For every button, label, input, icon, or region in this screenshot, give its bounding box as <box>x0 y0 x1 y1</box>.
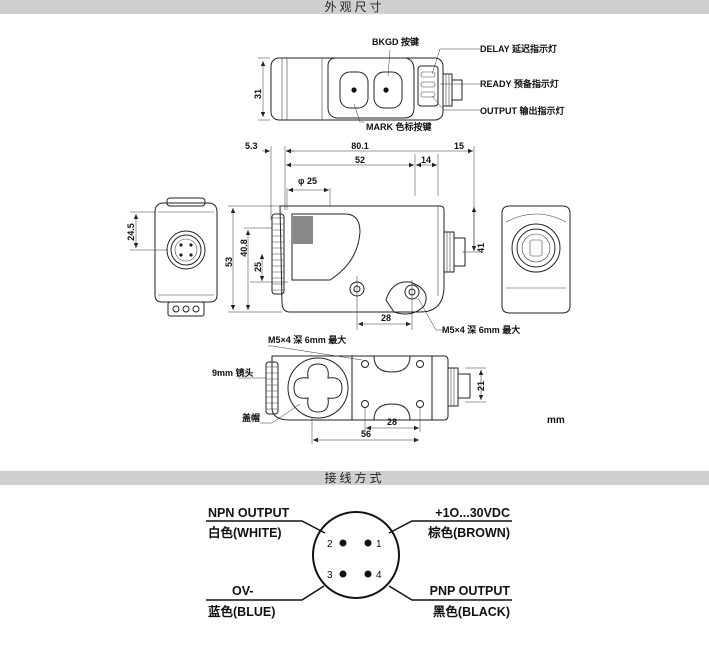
pin-4-dot <box>364 570 372 578</box>
dim-25: 25 <box>253 262 263 272</box>
npn-output-title: NPN OUTPUT <box>208 506 290 520</box>
dim-52: 52 <box>355 155 365 165</box>
pin-1-label: 1 <box>376 539 382 550</box>
dim-21: 21 <box>476 381 486 391</box>
top-height-dim: 31 <box>253 89 263 99</box>
m5-label-bottom: M5×4 深 6mm 最大 <box>268 334 346 345</box>
npn-output-color: 白色(WHITE) <box>208 525 282 540</box>
delay-label: DELAY 延迟指示灯 <box>480 43 557 54</box>
bkgd-label: BKGD 按键 <box>372 36 420 47</box>
bottom-view: M5×4 深 6mm 最大 9mm 镜头 盖帽 21 28 56 <box>212 334 486 444</box>
mark-label: MARK 色标按键 <box>366 121 432 132</box>
pin-3-dot <box>339 570 347 578</box>
m5-label-front: M5×4 深 6mm 最大 <box>442 324 520 335</box>
dim-28-front: 28 <box>381 313 391 323</box>
bkgd-button-dot <box>383 87 389 93</box>
pin-3-label: 3 <box>327 570 333 581</box>
pnp-output-color: 黑色(BLACK) <box>433 604 510 619</box>
power-title: +1O...30VDC <box>435 506 510 520</box>
power-color: 棕色(BROWN) <box>427 525 510 540</box>
dim-5-3: 5.3 <box>245 141 258 151</box>
dim-28-bottom: 28 <box>387 417 397 427</box>
dim-80-1: 80.1 <box>351 141 369 151</box>
dim-41: 41 <box>476 243 486 253</box>
dim-56: 56 <box>361 429 371 439</box>
dim-phi25: φ 25 <box>298 176 317 186</box>
unit-label: mm <box>547 415 565 426</box>
dim-40-8: 40.8 <box>239 239 249 257</box>
lens-label: 9mm 镜头 <box>212 367 254 378</box>
pnp-output-title: PNP OUTPUT <box>430 584 511 598</box>
top-view: 31 BKGD 按键 DELAY 延迟指示灯 READY 预备指示灯 OUTPU… <box>253 36 565 132</box>
wiring-diagram: 1 2 3 4 NPN OUTPUT 白色(WHITE) +1O...30VDC… <box>206 506 512 619</box>
ground-color: 蓝色(BLUE) <box>208 604 275 619</box>
ground-title: OV- <box>232 584 254 598</box>
ready-label: READY 预备指示灯 <box>480 78 559 89</box>
pin-1-dot <box>364 539 372 547</box>
right-view <box>501 205 571 314</box>
front-view: 5.3 80.1 15 52 14 φ 25 53 <box>224 141 520 335</box>
connector-circle <box>312 511 400 599</box>
pin-2-dot <box>339 539 347 547</box>
dim-24-5: 24.5 <box>126 223 136 241</box>
cap-label: 盖帽 <box>242 412 260 423</box>
dim-15: 15 <box>454 141 464 151</box>
wiring-heading: 接线方式 <box>0 471 709 485</box>
left-view: 24.5 <box>126 197 218 317</box>
lens-shade <box>293 216 313 244</box>
mark-button-dot <box>351 87 357 93</box>
pin-2-label: 2 <box>327 539 333 550</box>
pin-4-label: 4 <box>376 570 382 581</box>
dim-53: 53 <box>224 257 234 267</box>
output-label: OUTPUT 输出指示灯 <box>480 105 565 116</box>
dim-14: 14 <box>421 155 431 165</box>
dimensions-heading: 外观尺寸 <box>0 0 709 14</box>
